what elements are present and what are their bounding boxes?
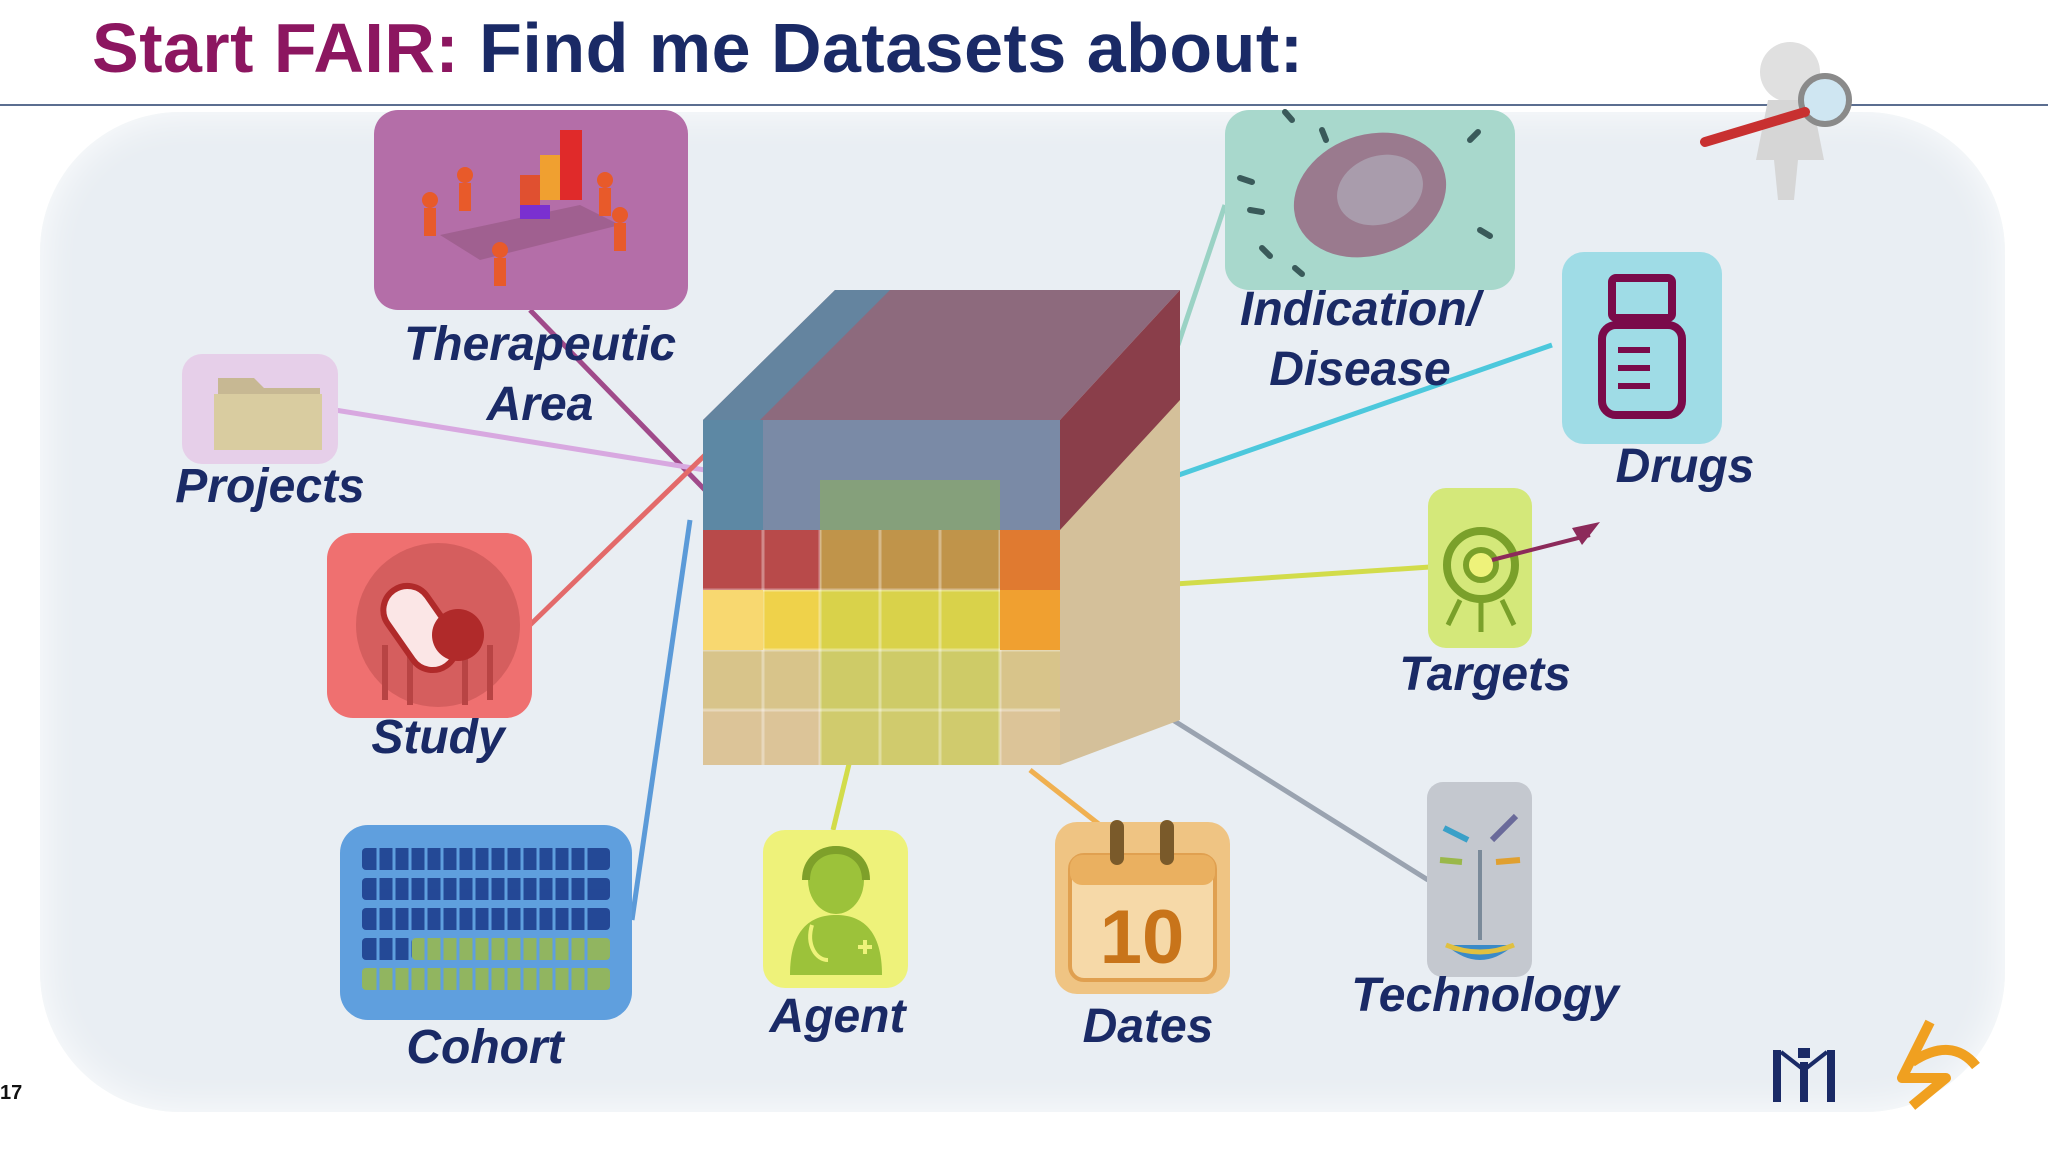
sequencer-icon xyxy=(1427,782,1532,977)
indication-line2: Disease xyxy=(1269,343,1451,396)
projects-text: Projects xyxy=(175,460,365,513)
connector-therapeutic-area xyxy=(528,308,707,492)
calendar-icon: 10 xyxy=(1055,820,1230,994)
cohort-text: Cohort xyxy=(406,1021,564,1074)
target-icon xyxy=(1428,488,1600,648)
technology-text: Technology xyxy=(1351,969,1619,1022)
targets-text: Targets xyxy=(1399,648,1571,701)
agent-text: Agent xyxy=(769,990,906,1043)
slide-number: 17 xyxy=(0,1082,23,1104)
cube-top-slab xyxy=(703,290,1180,530)
figure-with-magnifier-icon xyxy=(1700,42,1852,200)
institution-logo xyxy=(1773,1048,1835,1102)
label-cohort: Cohort xyxy=(385,1018,585,1078)
data-cube xyxy=(703,290,1180,765)
drugs-text: Drugs xyxy=(1615,440,1755,493)
label-dates: Dates xyxy=(1068,997,1228,1057)
connector-projects xyxy=(334,407,706,473)
connector-cohort xyxy=(629,519,693,921)
pill-bottle-icon xyxy=(1562,252,1722,444)
label-agent: Agent xyxy=(755,987,920,1047)
study-text: Study xyxy=(371,711,505,764)
company-logo xyxy=(1897,1019,1980,1110)
connector-dates xyxy=(1028,768,1102,827)
connector-lines xyxy=(334,204,1553,921)
therapeutic-area-line1: Therapeutic xyxy=(403,318,677,371)
indication-line1: Indication/ xyxy=(1240,283,1480,336)
label-projects: Projects xyxy=(165,457,375,517)
page-title: Start FAIR: Find me Datasets about: xyxy=(92,8,1304,88)
therapeutic-area-line2: Area xyxy=(486,378,594,431)
label-drugs: Drugs xyxy=(1600,437,1770,497)
label-therapeutic-area: Therapeutic Area xyxy=(395,315,685,435)
label-targets: Targets xyxy=(1385,645,1585,705)
cell-icon xyxy=(1225,109,1515,290)
label-study: Study xyxy=(358,708,518,768)
pills-icon xyxy=(327,533,532,718)
connector-indication xyxy=(1175,204,1228,346)
connector-agent xyxy=(830,759,853,831)
connector-study xyxy=(528,453,707,627)
label-indication-disease: Indication/ Disease xyxy=(1220,280,1500,400)
meeting-bar-chart-icon xyxy=(374,110,688,310)
cube-cells-front xyxy=(703,480,1060,765)
people-grid-icon xyxy=(340,825,632,1020)
calendar-day: 10 xyxy=(1100,895,1185,980)
title-rest: Find me Datasets about: xyxy=(459,9,1304,87)
title-prefix: Start FAIR: xyxy=(92,9,460,87)
label-technology: Technology xyxy=(1335,966,1635,1026)
doctor-icon xyxy=(763,830,908,988)
connector-drugs xyxy=(1149,342,1553,488)
title-divider xyxy=(0,104,2048,106)
folder-icon xyxy=(182,354,338,464)
dates-text: Dates xyxy=(1082,1000,1214,1053)
